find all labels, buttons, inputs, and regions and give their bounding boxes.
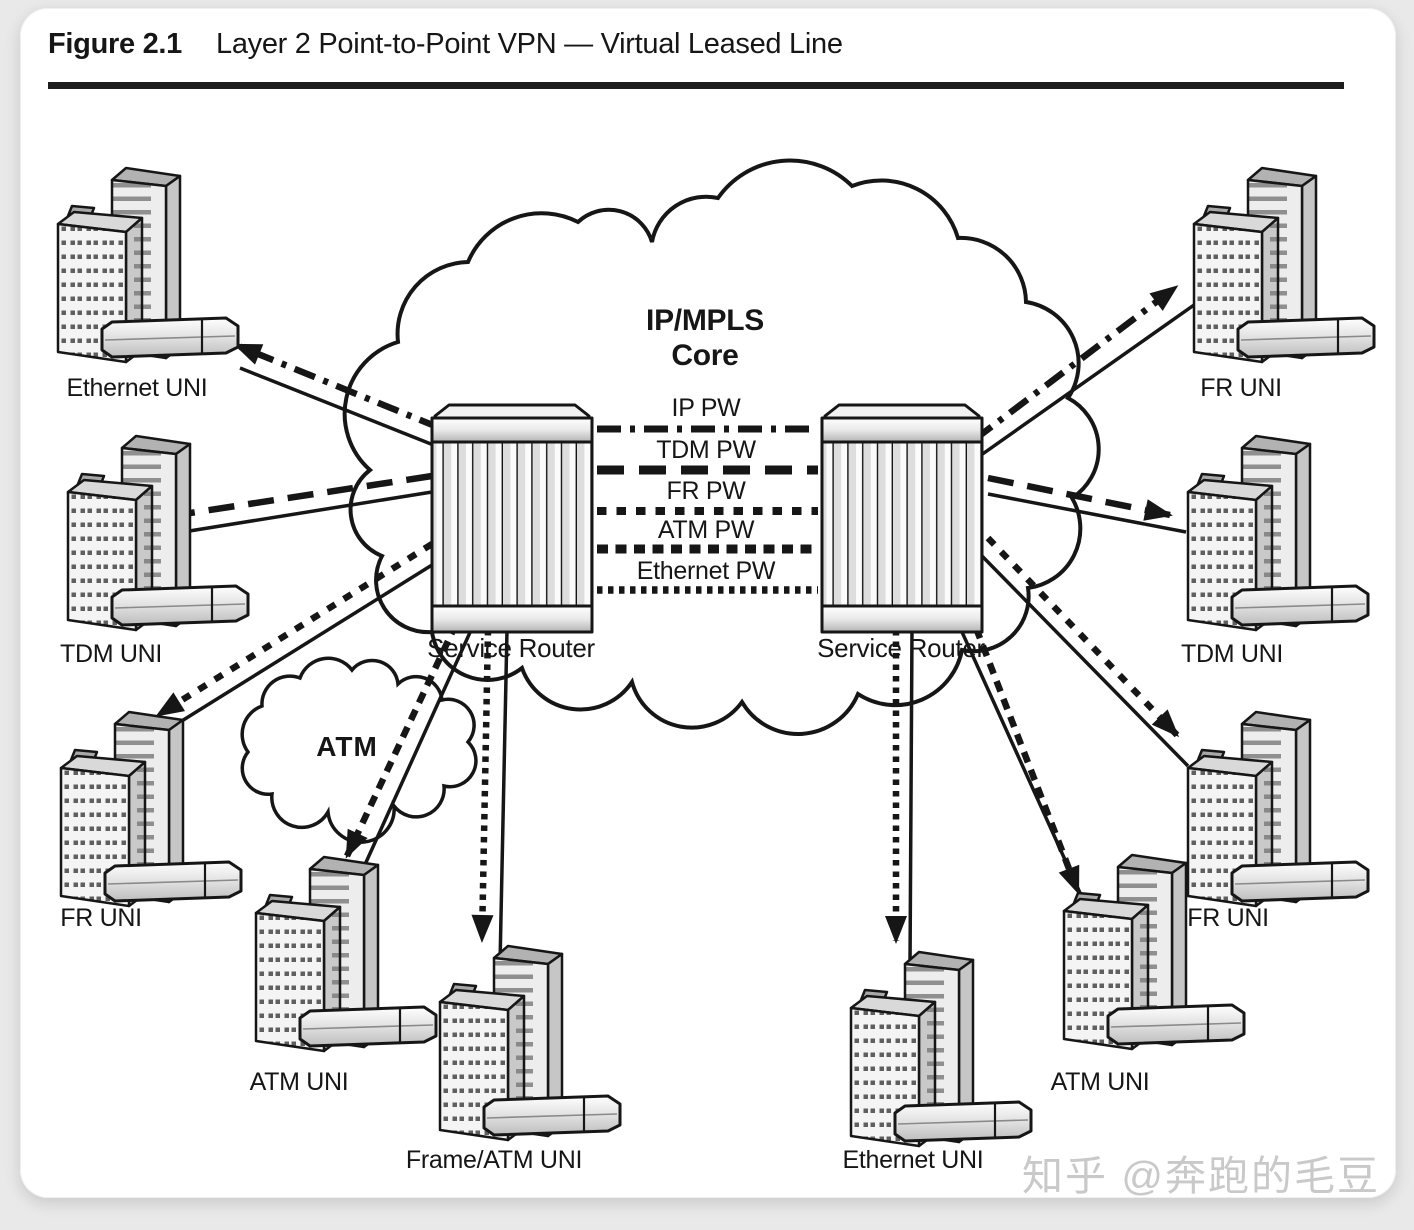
service-router-right-label: Service Router	[817, 633, 985, 663]
attachment-lines	[147, 303, 1196, 967]
site-label-fr-top-right: FR UNI	[1200, 374, 1282, 402]
site-building-fr-bottom-left	[59, 710, 243, 908]
site-label-atm-right: ATM UNI	[1050, 1068, 1150, 1096]
site-label-ethernet-top-left: Ethernet UNI	[66, 374, 208, 402]
service-router-left	[430, 403, 594, 634]
core-cloud-label: IP/MPLS Core	[646, 304, 764, 373]
pw-label-tdm: TDM PW	[656, 436, 756, 464]
site-building-fr-bottom-right	[1186, 710, 1370, 908]
figure-header: Figure 2.1 Layer 2 Point-to-Point VPN — V…	[48, 28, 1348, 61]
site-building-ethernet-top-left	[56, 166, 240, 364]
figure-title: Layer 2 Point-to-Point VPN — Virtual Lea…	[216, 28, 843, 60]
site-building-tdm-left	[66, 434, 250, 632]
site-building-fr-top-right	[1192, 166, 1376, 364]
pw-label-fr: FR PW	[666, 477, 746, 505]
site-label-atm-left: ATM UNI	[249, 1068, 349, 1096]
site-label-ethernet-bottom: Ethernet UNI	[842, 1146, 984, 1174]
service-router-right	[820, 403, 984, 634]
site-building-tdm-right	[1186, 434, 1370, 632]
watermark: 知乎 @奔跑的毛豆	[1021, 1153, 1380, 1199]
pseudowire-arrows	[155, 284, 1180, 944]
site-building-ethernet-bottom	[849, 950, 1033, 1148]
title-rule	[48, 82, 1344, 89]
site-label-tdm-left: TDM UNI	[59, 640, 163, 668]
site-label-fr-bottom-right: FR UNI	[1187, 904, 1269, 932]
site-label-frame-atm: Frame/ATM UNI	[405, 1146, 583, 1174]
pw-label-atm: ATM PW	[657, 516, 755, 544]
pw-label-ethernet: Ethernet PW	[636, 557, 776, 585]
site-label-fr-bottom-left: FR UNI	[60, 904, 142, 932]
service-router-left-label: Service Router	[427, 633, 595, 663]
site-building-frame-atm	[438, 944, 622, 1142]
site-label-tdm-right: TDM UNI	[1180, 640, 1284, 668]
atm-cloud-label: ATM	[316, 731, 378, 762]
pw-label-ip: IP PW	[671, 394, 741, 422]
atm-cloud	[240, 656, 478, 844]
site-building-atm-left	[254, 855, 438, 1053]
figure-number: Figure 2.1	[48, 28, 182, 60]
